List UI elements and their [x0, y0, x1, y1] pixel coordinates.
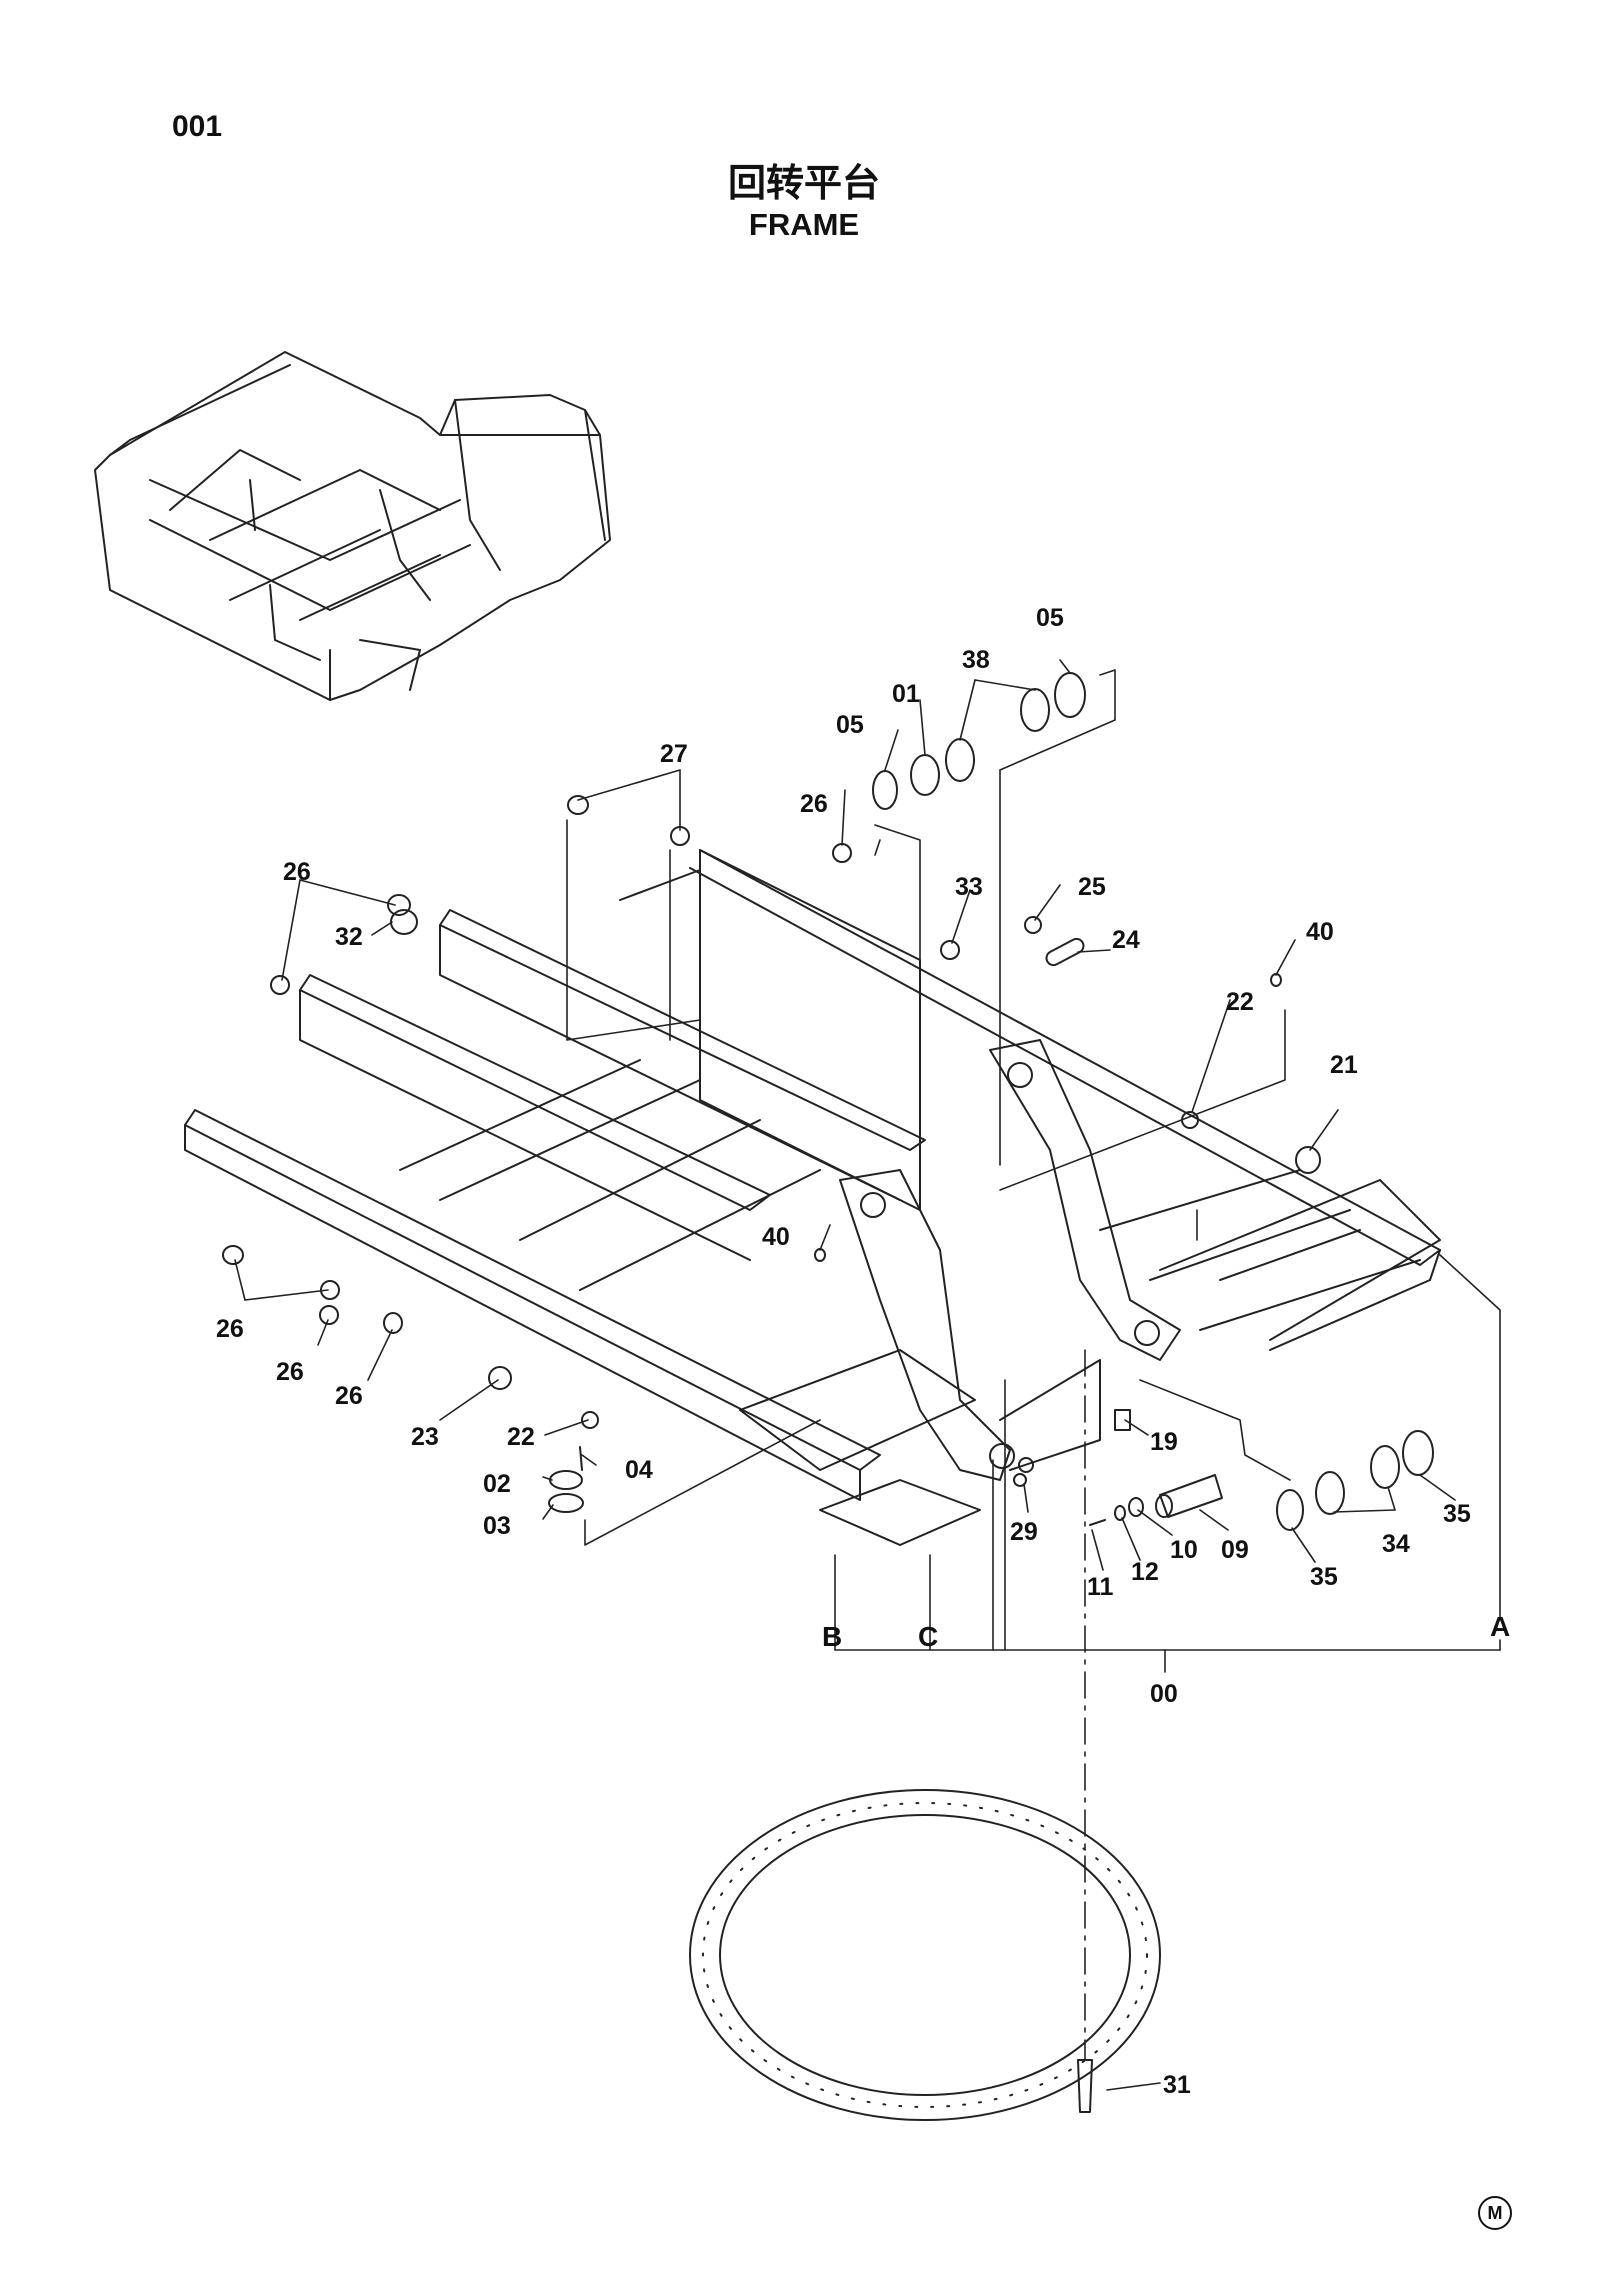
callout-26: 26: [276, 1358, 304, 1386]
callout-23: 23: [411, 1423, 439, 1451]
swing-bearing-ring: [689, 1789, 1161, 2121]
exploded-parts: [222, 672, 1434, 1531]
main-frame: [184, 849, 1441, 1546]
callout-21: 21: [1330, 1051, 1358, 1079]
callout-26: 26: [800, 790, 828, 818]
callout-12: 12: [1131, 1558, 1159, 1586]
callout-26: 26: [283, 858, 311, 886]
leader-lines: [234, 659, 1456, 2091]
group-brackets: [566, 669, 1501, 1673]
callout-22: 22: [507, 1423, 535, 1451]
callout-26: 26: [335, 1382, 363, 1410]
callout-27: 27: [660, 740, 688, 768]
bolt-31-shape: [1077, 2059, 1093, 2113]
callout-02: 02: [483, 1470, 511, 1498]
title-chinese: 回转平台: [727, 161, 880, 205]
callout-19: 19: [1150, 1428, 1178, 1456]
callout-10: 10: [1170, 1536, 1198, 1564]
callout-05: 05: [836, 711, 864, 739]
callout-40: 40: [1306, 918, 1334, 946]
callout-31: 31: [1163, 2071, 1191, 2099]
callout-24: 24: [1112, 926, 1140, 954]
callout-33: 33: [955, 873, 983, 901]
reference-letter-a: A: [1490, 1611, 1510, 1642]
callout-40: 40: [762, 1223, 790, 1251]
callout-26: 26: [216, 1315, 244, 1343]
callout-35: 35: [1443, 1500, 1471, 1528]
callout-22: 22: [1226, 988, 1254, 1016]
reference-letter-c: C: [918, 1621, 938, 1652]
callout-09: 09: [1221, 1536, 1249, 1564]
callout-05: 05: [1036, 604, 1064, 632]
title-english: FRAME: [748, 207, 860, 242]
callout-04: 04: [625, 1456, 653, 1484]
callout-01: 01: [892, 680, 920, 708]
callout-32: 32: [335, 923, 363, 951]
catalog-mark: M: [1478, 2196, 1512, 2230]
machine-overview-inset: [94, 351, 611, 701]
callout-11: 11: [1087, 1573, 1114, 1601]
page-number: 001: [172, 110, 223, 143]
callout-25: 25: [1078, 873, 1106, 901]
callout-35: 35: [1310, 1563, 1338, 1591]
callout-00: 00: [1150, 1680, 1178, 1708]
callout-38: 38: [962, 646, 990, 674]
callout-34: 34: [1382, 1530, 1410, 1558]
callout-labels: 27 26 05 01 38 05 26 32 33 25 24 40 22 2…: [216, 604, 1510, 2099]
callout-03: 03: [483, 1512, 511, 1540]
reference-letter-b: B: [822, 1621, 842, 1652]
callout-29: 29: [1010, 1518, 1038, 1546]
